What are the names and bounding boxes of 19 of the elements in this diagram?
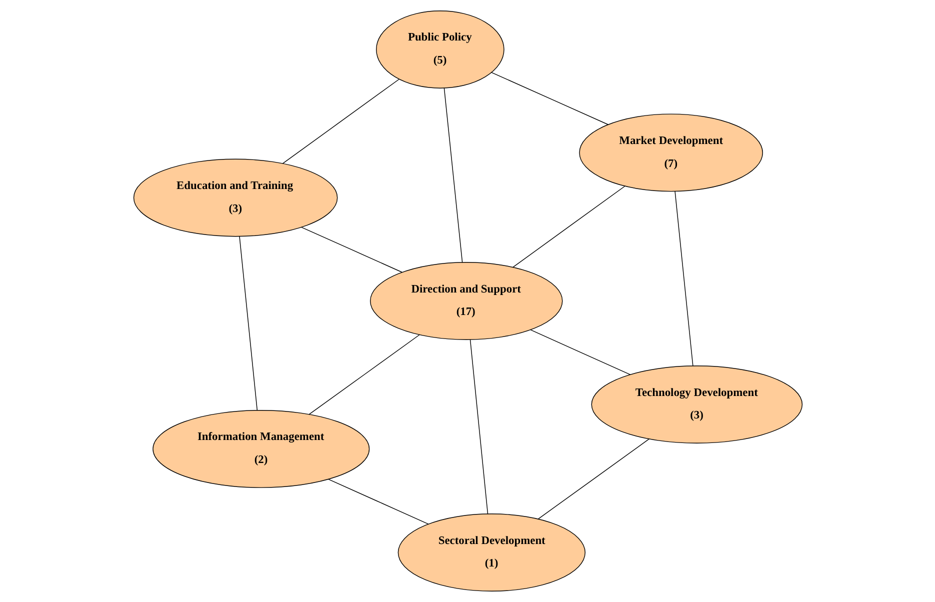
connector bbox=[300, 226, 402, 273]
connector bbox=[490, 72, 608, 125]
connector bbox=[282, 78, 400, 164]
node-ellipse: Market Development (7) bbox=[578, 114, 762, 192]
connector bbox=[512, 186, 625, 268]
connector bbox=[327, 478, 428, 524]
node-ellipse: Education and Training (3) bbox=[132, 158, 338, 237]
node-ellipse: Information Management (2) bbox=[152, 410, 370, 488]
connector bbox=[238, 236, 258, 411]
connector bbox=[537, 438, 650, 520]
connector bbox=[530, 329, 630, 376]
node-ellipse: Sectoral Development (1) bbox=[397, 514, 585, 592]
connector bbox=[469, 339, 488, 514]
connector bbox=[443, 88, 462, 263]
connector bbox=[674, 190, 693, 366]
node-ellipse: Public Policy (5) bbox=[375, 10, 504, 88]
node-ellipse: Direction and Support (17) bbox=[369, 262, 562, 340]
connector bbox=[308, 334, 420, 415]
node-ellipse: Technology Development (3) bbox=[590, 366, 802, 444]
